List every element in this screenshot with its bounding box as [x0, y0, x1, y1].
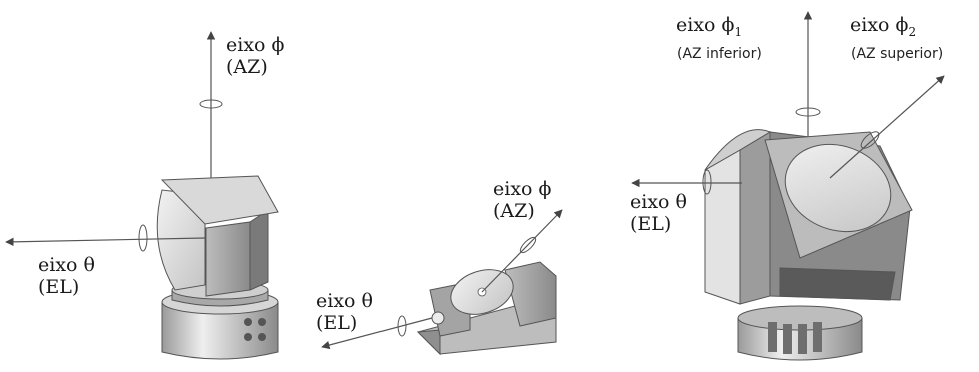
right-el-axis-label: eixo θ: [630, 191, 687, 213]
middle-el-axis-label: eixo θ: [316, 290, 373, 312]
middle-mount: [321, 209, 563, 356]
left-base-cylinder: [161, 301, 279, 360]
right-az1-axis-label: eixo ϕ1: [676, 14, 743, 39]
middle-az-axis-label: eixo ϕ: [493, 178, 552, 200]
right-az2-axis-sublabel: (AZ superior): [851, 46, 944, 62]
right-az2-rotation-icon: [860, 131, 880, 149]
right-el-axis-sublabel: (EL): [630, 213, 672, 235]
middle-az-rotation-icon: [519, 236, 537, 254]
middle-el-rotation-icon: [397, 315, 407, 337]
middle-el-axis-line: [321, 317, 433, 350]
left-dish: [156, 189, 206, 291]
right-mount: [631, 11, 945, 361]
middle-az-axis-line: [481, 209, 563, 293]
left-el-axis-line: [5, 237, 206, 247]
middle-az-axis-sublabel: (AZ): [493, 200, 535, 222]
left-el-rotation-icon: [138, 224, 148, 252]
left-el-axis-sublabel: (EL): [38, 276, 80, 298]
middle-el-axis-sublabel: (EL): [316, 312, 358, 334]
left-top-plate: [160, 175, 279, 225]
right-yoke-front: [739, 131, 771, 305]
left-yoke: [205, 221, 251, 297]
left-az-rotation-icon: [199, 99, 223, 109]
right-az1-rotation-icon: [795, 107, 821, 117]
right-az2-axis-line: [829, 75, 945, 179]
right-el-rotation-icon: [702, 169, 712, 195]
left-base-port: [244, 318, 252, 326]
right-az2-axis-label: eixo ϕ2: [850, 14, 917, 39]
left-mount: [5, 31, 279, 360]
left-az-axis-label: eixo ϕ: [226, 34, 285, 56]
right-az1-axis-sublabel: (AZ inferior): [677, 46, 762, 62]
right-dish: [784, 143, 892, 233]
left-az-axis-sublabel: (AZ): [226, 56, 268, 78]
left-el-axis-label: eixo θ: [38, 254, 95, 276]
